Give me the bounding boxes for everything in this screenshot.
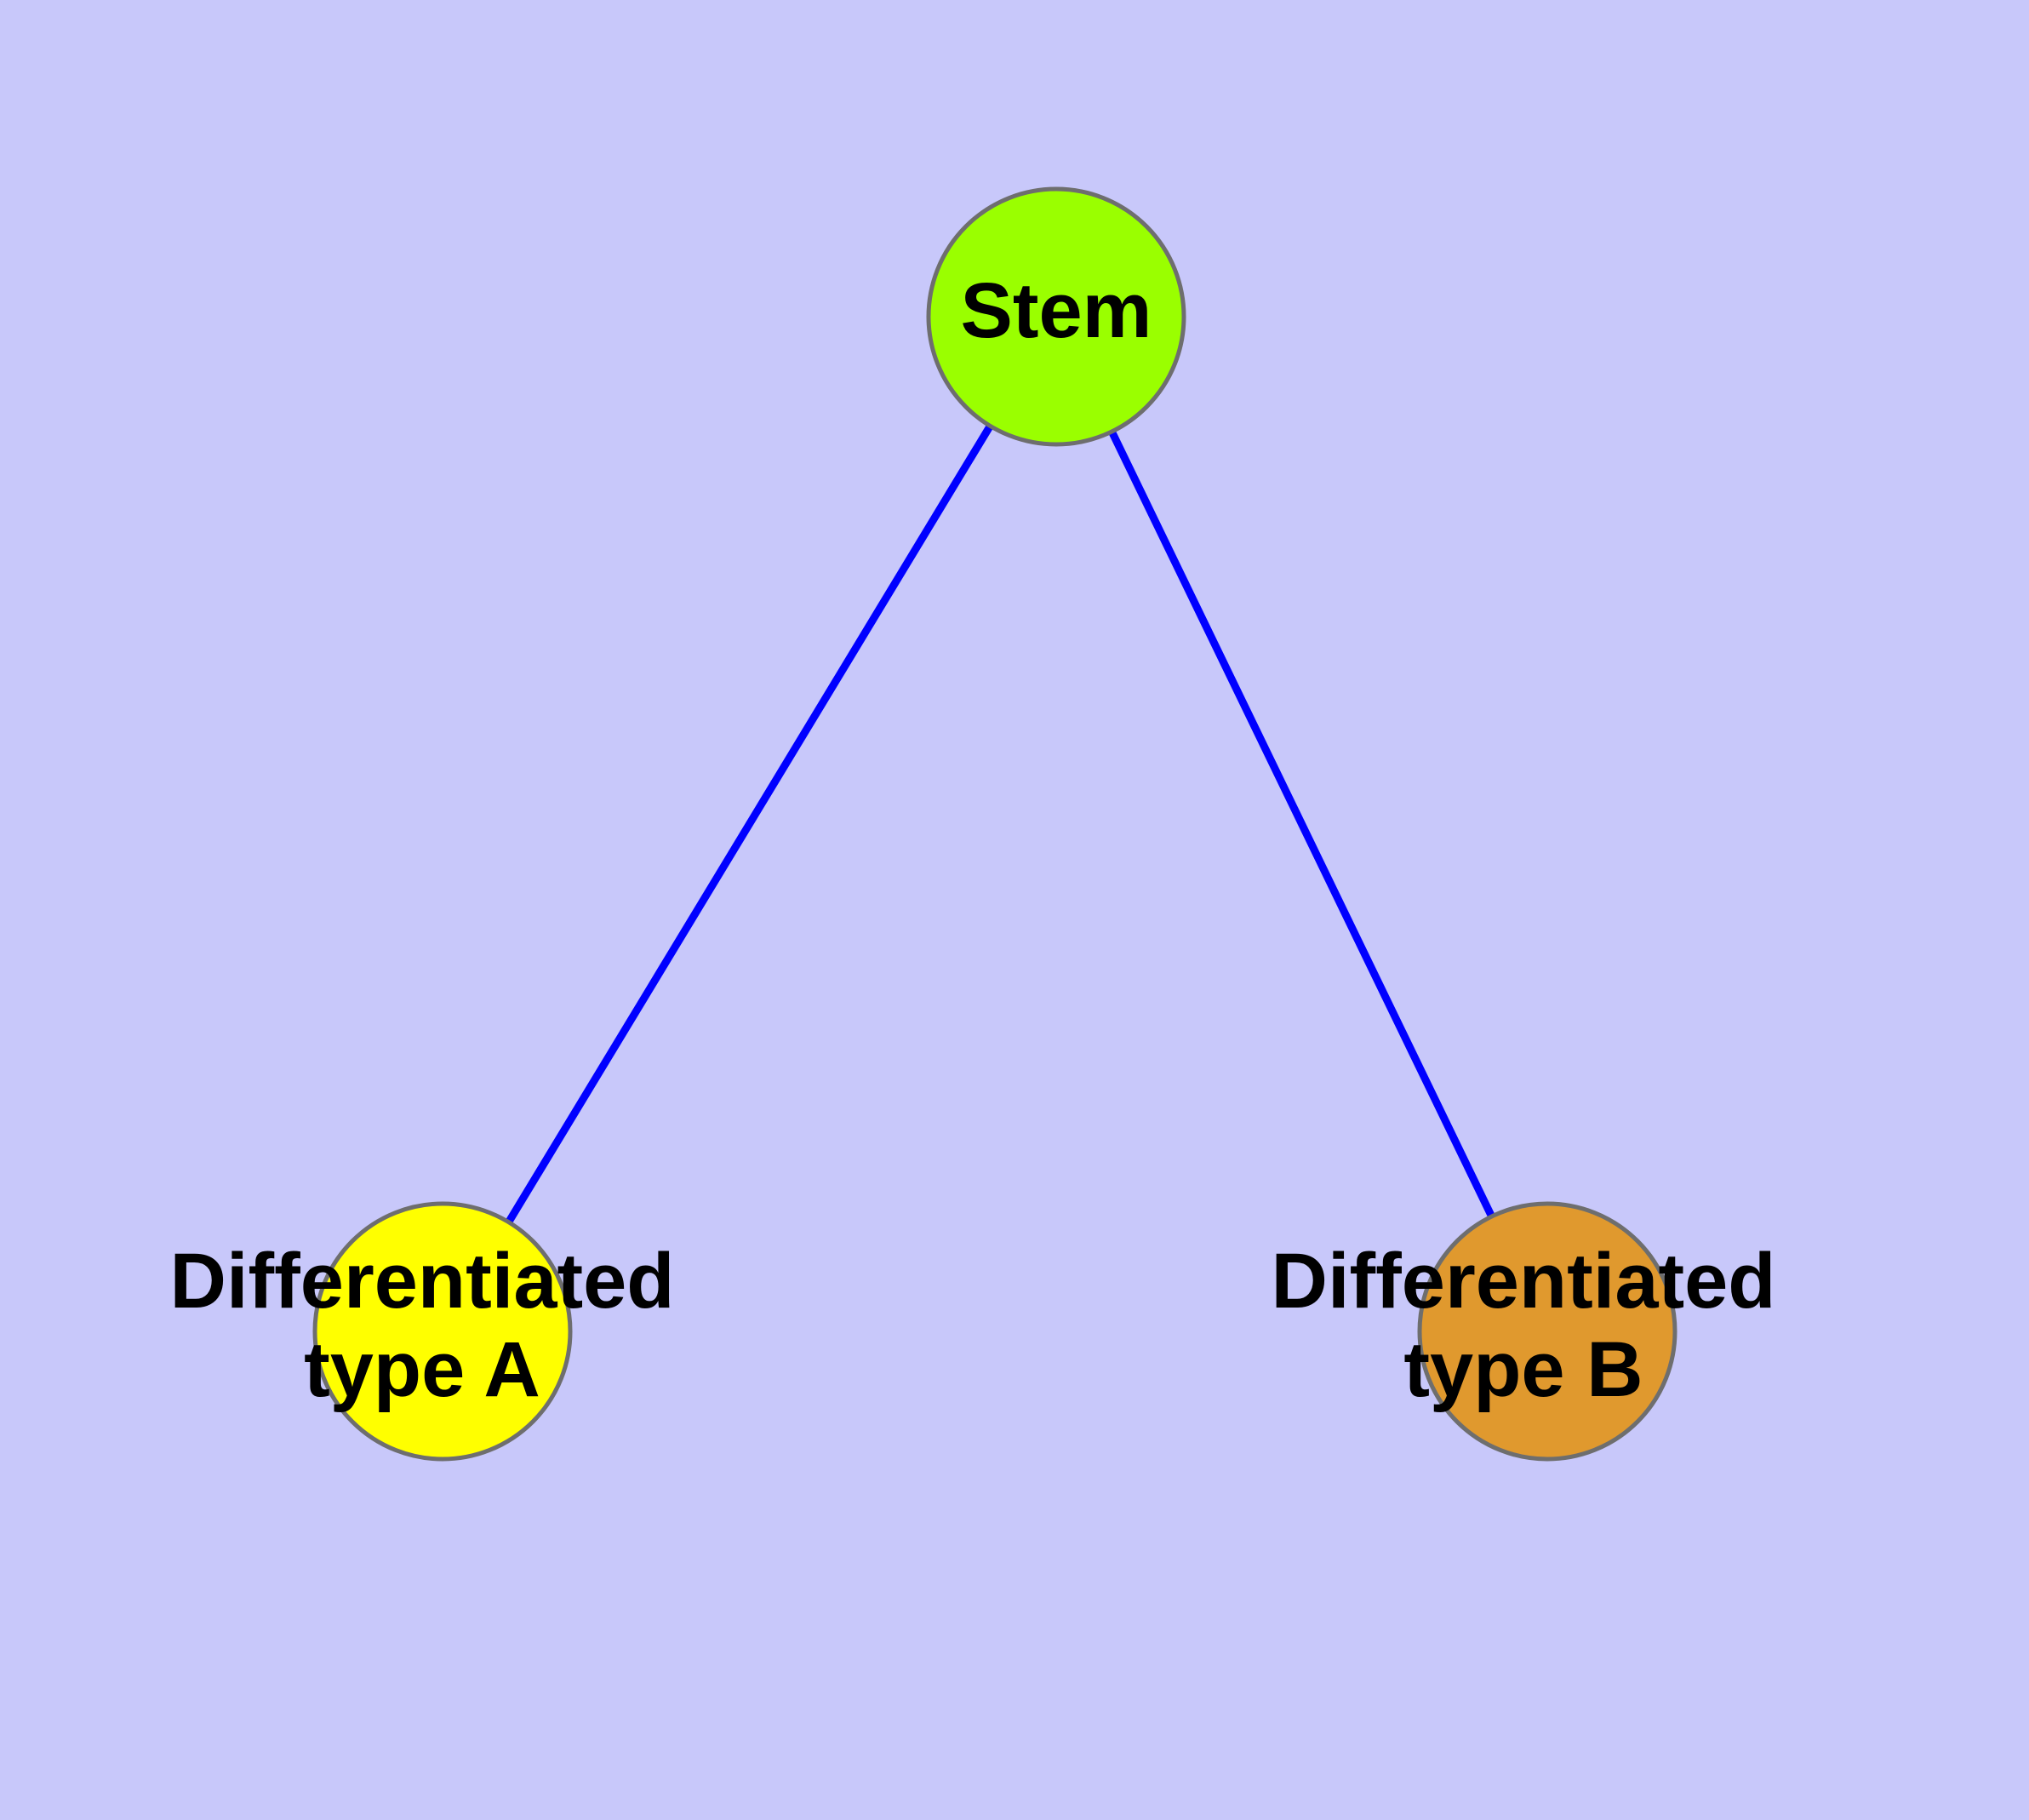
node-label-line: type B xyxy=(1403,1326,1643,1413)
node-circle-stem[interactable] xyxy=(926,186,1186,447)
edge-layer xyxy=(439,314,1552,1334)
node-label-line: Differentiated xyxy=(1272,1238,1776,1325)
edge-stem-to-diff-a xyxy=(439,314,1060,1334)
node-label-line: Differentiated xyxy=(170,1238,675,1325)
node-circle-diff_b[interactable] xyxy=(1417,1201,1677,1462)
node-stem[interactable]: Stem xyxy=(926,186,1186,447)
node-circle-diff_a[interactable] xyxy=(312,1201,573,1462)
node-label-stem: Stem xyxy=(961,267,1152,354)
edge-stem-to-diff-b xyxy=(1052,315,1552,1333)
node-label-line: type A xyxy=(304,1326,540,1413)
node-label-line: Stem xyxy=(961,267,1152,354)
